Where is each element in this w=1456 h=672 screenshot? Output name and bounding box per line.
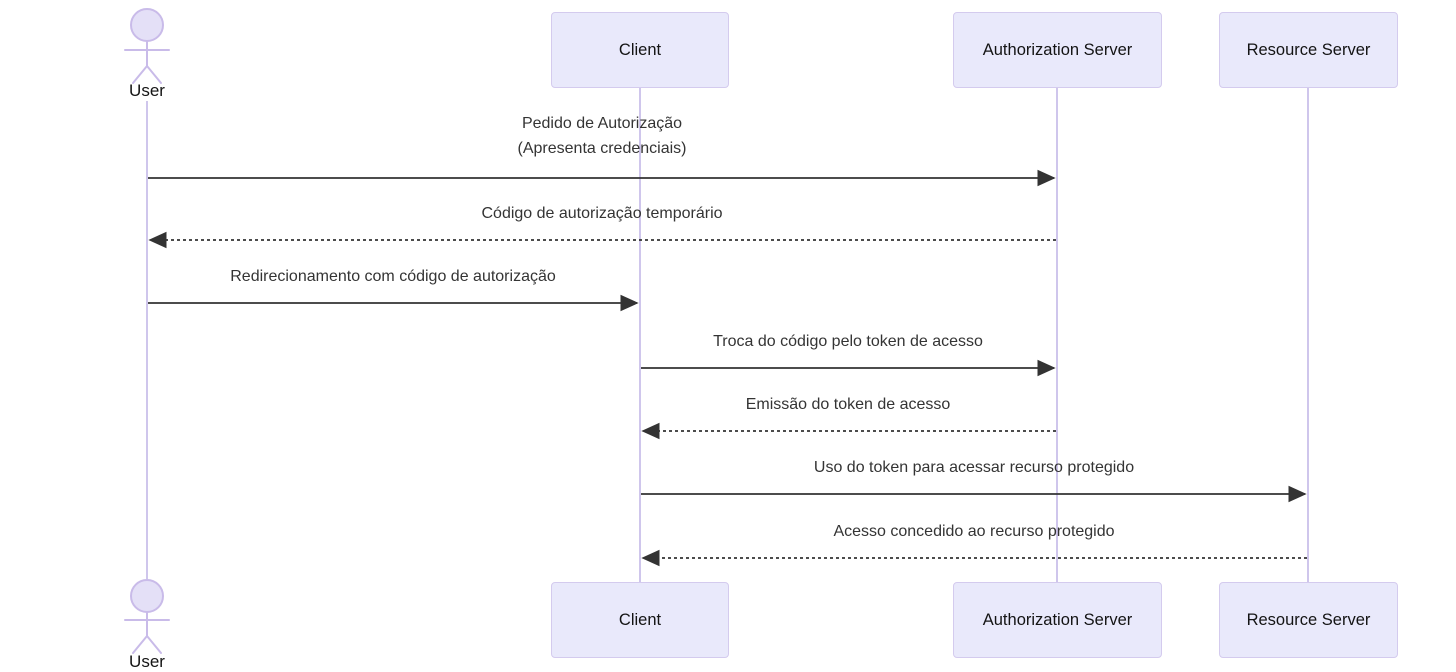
participant-resource-server-label: Resource Server (1246, 610, 1371, 629)
actor-user-top-label: User (129, 81, 165, 100)
participant-authorization-server-bottom: Authorization Server (953, 582, 1162, 658)
participant-client-label: Client (618, 610, 662, 629)
message-label-4: Troca do código pelo token de acesso (713, 333, 983, 350)
message-label-3: Redirecionamento com código de autorizaç… (230, 268, 556, 285)
actor-user-top-icon (124, 8, 170, 84)
message-label-5: Emissão do token de acesso (745, 396, 951, 413)
message-label-1: Pedido de Autorização (Apresenta credenc… (517, 115, 687, 157)
message-label-7: Acesso concedido ao recurso protegido (833, 523, 1115, 540)
participant-authorization-server-top: Authorization Server (953, 12, 1162, 88)
actor-user-bottom-icon (124, 579, 170, 654)
participant-authorization-server-label: Authorization Server (982, 610, 1133, 629)
participant-authorization-server-label: Authorization Server (982, 40, 1133, 59)
participant-client-label: Client (618, 40, 662, 59)
message-label-2: Código de autorização temporário (481, 205, 723, 222)
actor-user-bottom-label: User (129, 652, 165, 671)
participant-client-bottom: Client (551, 582, 729, 658)
message-label-6: Uso do token para acessar recurso proteg… (813, 459, 1135, 476)
participant-resource-server-top: Resource Server (1219, 12, 1398, 88)
participant-resource-server-bottom: Resource Server (1219, 582, 1398, 658)
participant-resource-server-label: Resource Server (1246, 40, 1371, 59)
participant-client-top: Client (551, 12, 729, 88)
